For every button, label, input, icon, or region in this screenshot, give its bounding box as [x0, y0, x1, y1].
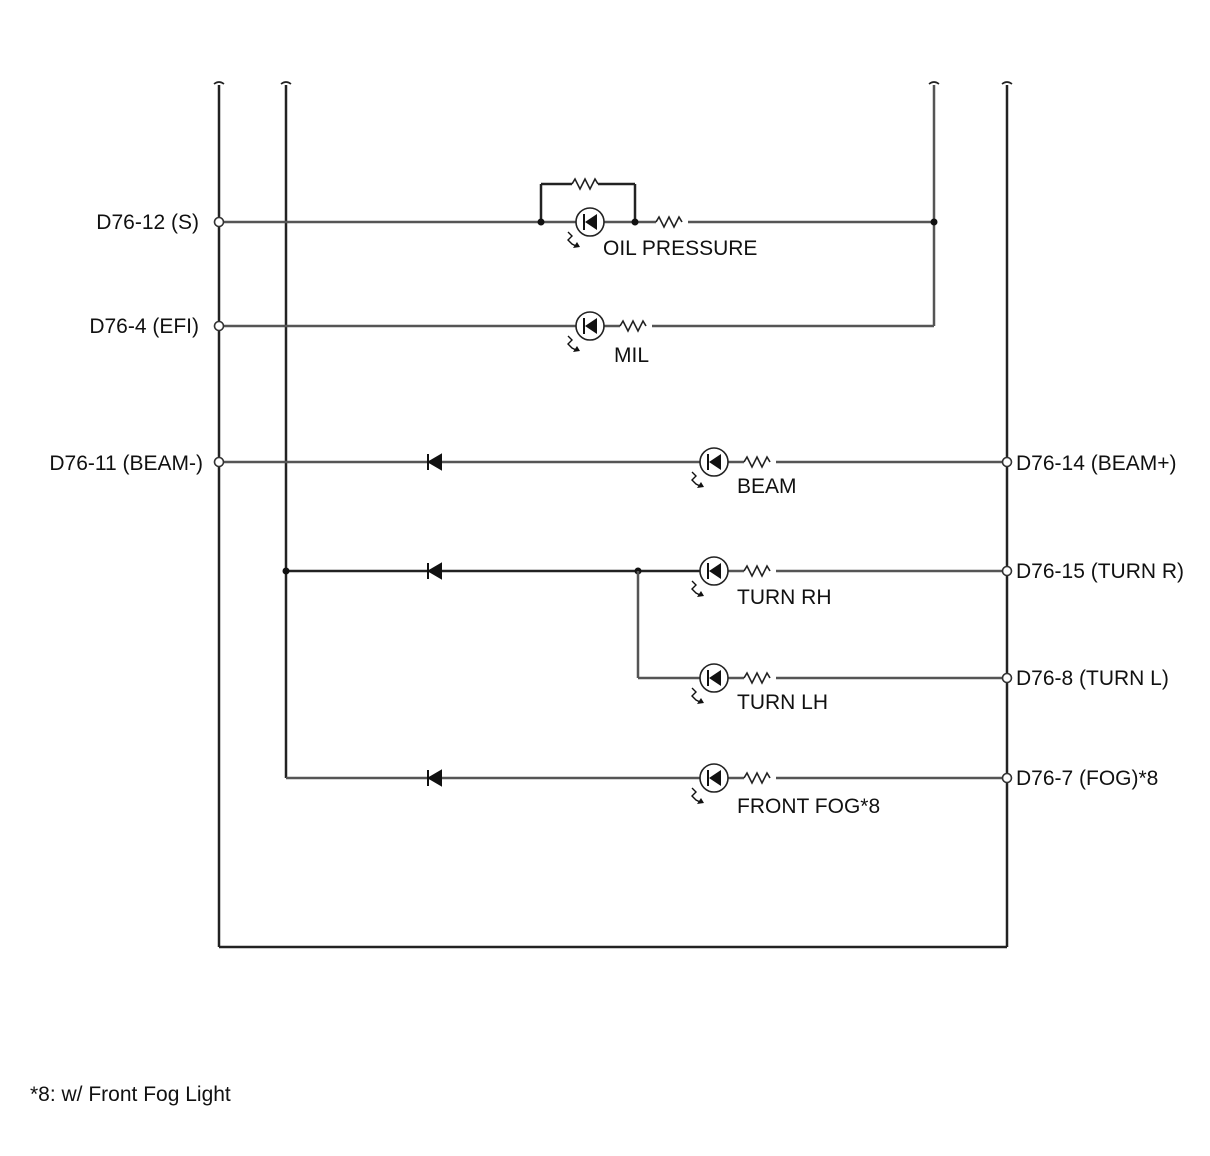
indicator-label-mil: MIL — [614, 344, 649, 367]
terminal-label-turn-l: D76-8 (TURN L) — [1016, 667, 1169, 690]
terminal-label-beam-minus: D76-11 (BEAM-) — [49, 452, 203, 475]
terminal-points — [213, 216, 1013, 784]
front-fog-circuit — [286, 763, 1007, 804]
turn-lh-led-icon — [691, 663, 729, 704]
footnote: *8: w/ Front Fog Light — [30, 1083, 231, 1106]
turn-rh-led-icon — [691, 556, 729, 597]
turn-rh-circuit — [282, 556, 1007, 597]
mil-led-icon — [567, 311, 605, 352]
oil-pressure-circuit — [219, 177, 938, 248]
beam-diode-icon — [427, 453, 442, 471]
front-fog-led-icon — [691, 763, 729, 804]
terminal-label-turn-r: D76-15 (TURN R) — [1016, 560, 1184, 583]
front-fog-diode-icon — [427, 769, 442, 787]
terminal-label-s: D76-12 (S) — [96, 211, 199, 234]
oil-pressure-led-icon — [567, 207, 605, 248]
terminal-label-beam-plus: D76-14 (BEAM+) — [1016, 452, 1176, 475]
mil-circuit — [219, 311, 934, 352]
beam-circuit — [219, 447, 1007, 488]
indicator-label-turn-lh: TURN LH — [737, 691, 828, 714]
turn-rh-diode-icon — [427, 562, 442, 580]
terminal-label-efi: D76-4 (EFI) — [89, 315, 199, 338]
indicator-label-oil-pressure: OIL PRESSURE — [603, 237, 757, 260]
indicator-label-beam: BEAM — [737, 475, 797, 498]
turn-lh-circuit — [636, 571, 1007, 704]
terminal-label-fog: D76-7 (FOG)*8 — [1016, 767, 1158, 790]
beam-led-icon — [691, 447, 729, 488]
indicator-label-turn-rh: TURN RH — [737, 586, 832, 609]
indicator-label-front-fog: FRONT FOG*8 — [737, 795, 880, 818]
bus-lines — [213, 81, 1013, 949]
